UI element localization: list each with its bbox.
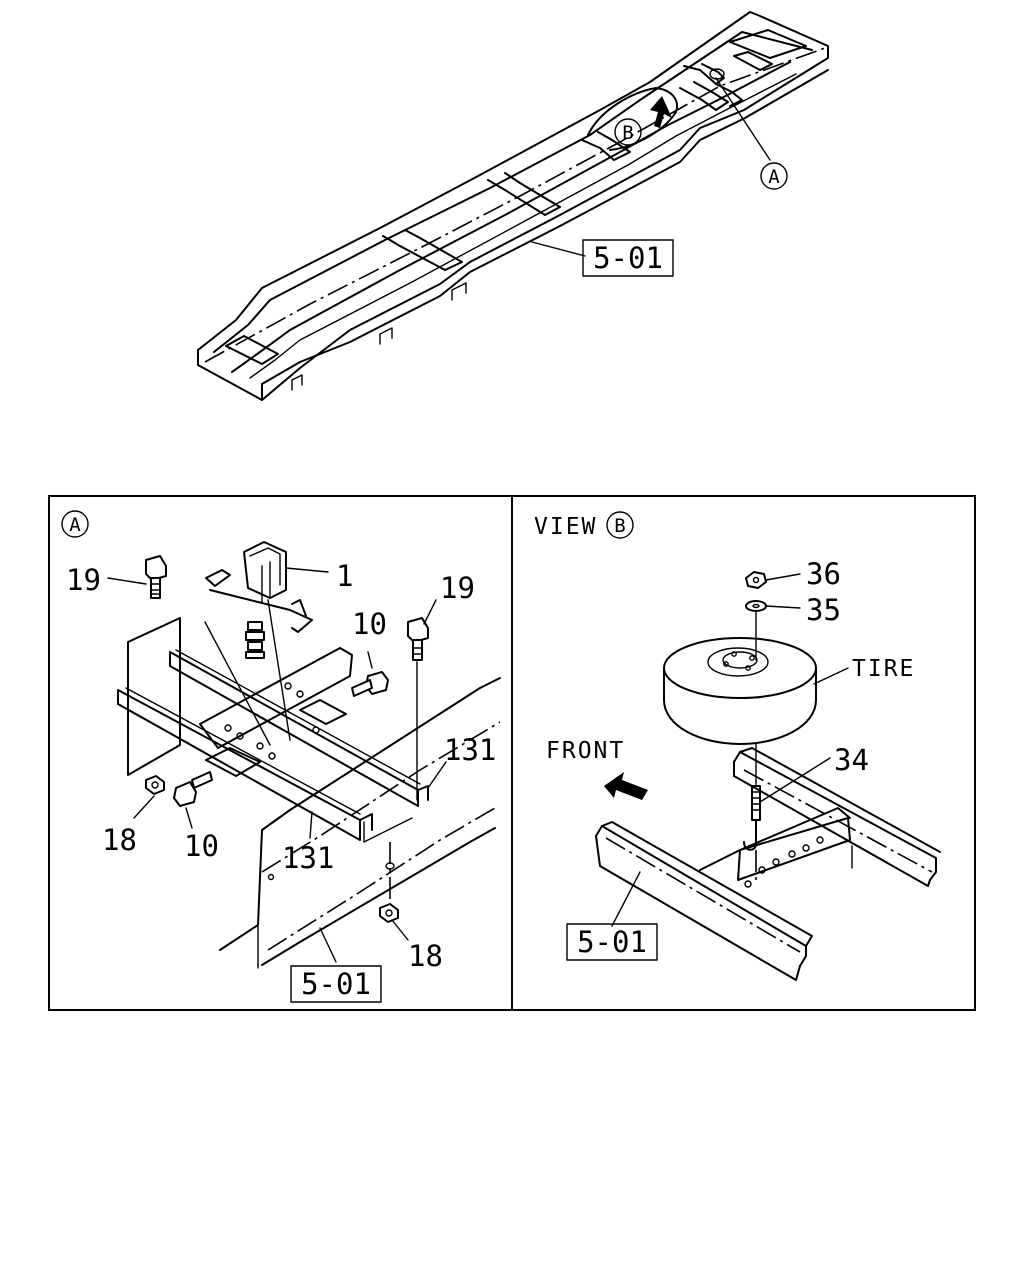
callout-34: 34 bbox=[834, 743, 869, 777]
callout-front: FRONT bbox=[546, 738, 625, 764]
nut-36 bbox=[745, 571, 767, 589]
ref-label-overview: 5-01 bbox=[593, 241, 663, 275]
marker-a-overview: A bbox=[760, 162, 788, 190]
washer-35 bbox=[745, 600, 767, 612]
callout-35: 35 bbox=[806, 593, 841, 627]
callout-tire: TIRE bbox=[852, 656, 915, 682]
panel-b: VIEW B bbox=[534, 511, 941, 981]
callout-131-lower: 131 bbox=[282, 841, 334, 875]
bolt-19-left bbox=[145, 555, 167, 599]
ref-label-box-overview: 5-01 bbox=[582, 239, 674, 277]
chassis-frame-overview bbox=[197, 11, 829, 401]
marker-b-panel: B bbox=[606, 511, 634, 539]
front-arrow-icon bbox=[604, 772, 648, 800]
marker-b-panel-text: B bbox=[614, 515, 625, 537]
ref-label-box-panel-b: 5-01 bbox=[566, 923, 658, 961]
ref-label-box-panel-a: 5-01 bbox=[290, 965, 382, 1003]
callout-1: 1 bbox=[336, 559, 353, 593]
callout-18-right: 18 bbox=[408, 939, 443, 973]
marker-b-text: B bbox=[622, 122, 633, 144]
callout-36: 36 bbox=[806, 557, 841, 591]
ref-label-panel-a: 5-01 bbox=[301, 967, 371, 1001]
marker-a-text: A bbox=[768, 166, 780, 188]
callout-19-right: 19 bbox=[440, 571, 475, 605]
bolt-10-lower bbox=[173, 771, 213, 807]
nut-18-left bbox=[145, 775, 165, 795]
hook-34 bbox=[743, 743, 761, 880]
marker-b-overview: B bbox=[614, 118, 642, 146]
callout-10-upper: 10 bbox=[352, 607, 387, 641]
view-title: VIEW bbox=[534, 514, 597, 540]
callout-19-left: 19 bbox=[66, 563, 101, 597]
bolt-19-right bbox=[407, 617, 429, 801]
marker-a-panel-text: A bbox=[69, 514, 81, 536]
spare-tire bbox=[663, 637, 817, 745]
nut-18-right bbox=[363, 817, 413, 923]
bolt-10-upper bbox=[351, 671, 389, 697]
callout-18-left: 18 bbox=[102, 823, 137, 857]
ref-label-panel-b: 5-01 bbox=[577, 925, 647, 959]
callout-10-lower: 10 bbox=[184, 829, 219, 863]
marker-a-panel: A bbox=[61, 510, 89, 538]
panel-a: A bbox=[61, 510, 501, 1003]
callout-131-right: 131 bbox=[444, 733, 496, 767]
